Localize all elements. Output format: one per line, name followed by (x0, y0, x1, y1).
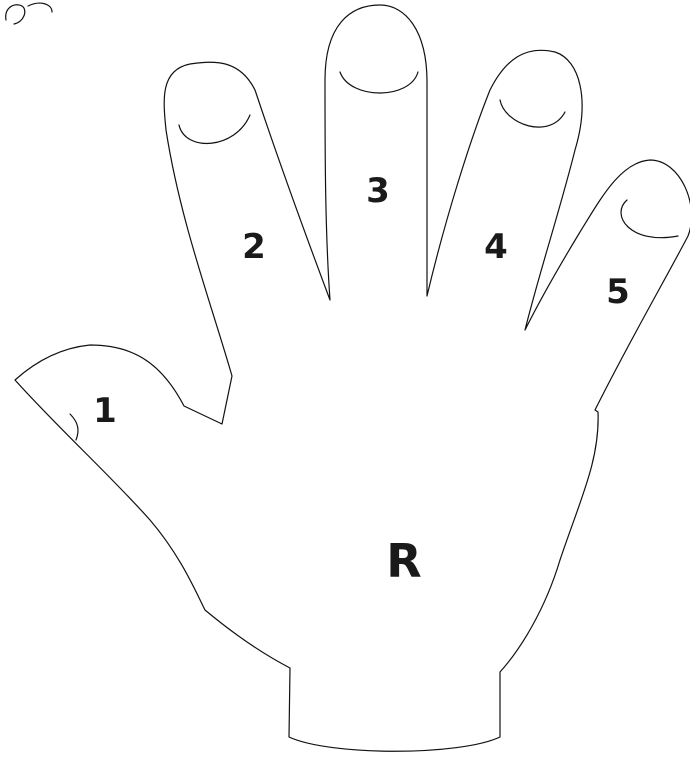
hand-side-label: R (386, 534, 421, 588)
finger-4-label: 4 (484, 227, 508, 267)
finger-3-label: 3 (366, 171, 390, 211)
hand-outline (15, 5, 690, 751)
finger-2-label: 2 (242, 227, 266, 267)
script-flourish (6, 3, 52, 24)
finger-5-label: 5 (606, 272, 630, 312)
finger-1-label: 1 (93, 391, 117, 431)
